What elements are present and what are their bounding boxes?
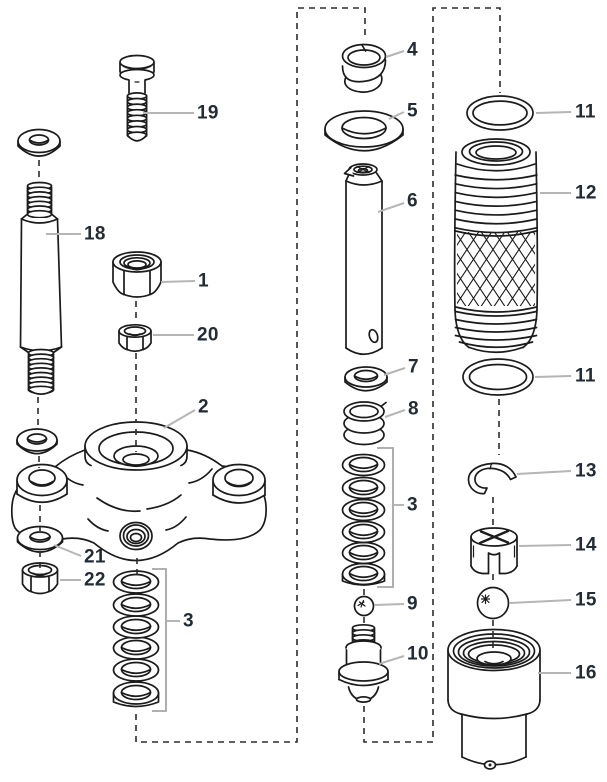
part-ball-retainer	[470, 527, 518, 575]
callout-number-21: 21	[84, 547, 106, 568]
callout-number-6: 6	[407, 191, 418, 212]
callout-number-3: 3	[183, 611, 194, 632]
callout-6-piston-rod: 6	[377, 191, 418, 213]
callout-8-spring-lower: 8	[384, 399, 419, 420]
part-hex-nut	[21, 562, 59, 595]
part-pump-housing	[10, 421, 267, 562]
part-packing-stack-left	[112, 570, 160, 708]
range-bracket-packing-stack-middle	[377, 447, 394, 588]
callout-11-o-ring-lower: 11	[534, 366, 596, 387]
part-foot-valve-housing	[447, 628, 541, 772]
callout-number-16: 16	[575, 663, 597, 684]
part-packing-nut	[112, 251, 162, 298]
callout-7-washer-small: 7	[383, 357, 419, 378]
part-retaining-clip	[467, 462, 517, 495]
part-o-ring-lower	[462, 358, 534, 396]
assembly-centerlines	[37, 7, 501, 743]
leader-line-4	[385, 50, 405, 58]
callout-number-18: 18	[84, 224, 106, 245]
callout-20-jam-nut: 20	[153, 325, 219, 346]
callout-number-5: 5	[407, 101, 418, 122]
part-flat-washer-upper	[17, 128, 61, 157]
leader-line-13	[516, 470, 572, 475]
leader-line-8	[384, 409, 406, 418]
part-ball-small	[353, 595, 375, 617]
part-piston-rod	[343, 163, 383, 356]
part-flat-washer-stud	[16, 428, 58, 455]
callout-12-knurled-cylinder: 12	[540, 183, 597, 204]
callout-number-19: 19	[197, 103, 219, 124]
callout-15-ball-large: 15	[509, 590, 597, 611]
callout-9-ball-small: 9	[373, 594, 418, 615]
callout-number-10: 10	[407, 644, 429, 665]
leader-line-14	[518, 544, 572, 547]
callout-5-washer-large: 5	[388, 101, 418, 122]
leader-line-10	[378, 655, 405, 665]
part-spring-upper	[341, 43, 387, 93]
callout-number-11: 11	[575, 366, 596, 387]
leader-line-15	[509, 599, 572, 604]
leader-line-2	[163, 409, 196, 429]
callout-21-flat-washer-lower: 21	[53, 544, 106, 568]
part-valve-seat	[338, 623, 389, 703]
callout-number-13: 13	[575, 461, 597, 482]
callout-1-packing-nut: 1	[160, 271, 209, 292]
callout-3-packing-stack-middle: 3	[377, 447, 418, 588]
part-knurled-cylinder	[453, 138, 539, 354]
leader-line-9	[373, 603, 405, 606]
part-washer-small	[344, 366, 388, 392]
part-threaded-stud	[19, 181, 63, 395]
leader-line-11	[535, 111, 572, 114]
callout-number-4: 4	[407, 40, 418, 61]
callout-number-9: 9	[407, 594, 418, 615]
range-bracket-packing-stack-left	[152, 568, 167, 712]
callout-11-o-ring-upper: 11	[535, 102, 596, 123]
callout-2-pump-housing: 2	[163, 397, 209, 429]
callout-22-hex-nut: 22	[60, 570, 106, 591]
part-spring-lower	[343, 401, 387, 446]
callout-number-14: 14	[575, 535, 597, 556]
leader-line-21	[53, 544, 82, 557]
callout-number-2: 2	[198, 397, 209, 418]
callout-10-valve-seat: 10	[378, 644, 429, 665]
callout-16-foot-valve-housing: 16	[538, 663, 597, 684]
callout-14-ball-retainer: 14	[518, 535, 597, 556]
leader-line-7	[383, 367, 406, 376]
part-packing-stack-middle	[341, 453, 386, 586]
knurl-pattern	[457, 232, 535, 306]
part-jam-nut	[118, 323, 152, 353]
callout-number-12: 12	[575, 183, 597, 204]
part-o-ring-upper	[466, 95, 534, 131]
leader-line-11	[534, 375, 572, 378]
leader-line-6	[377, 202, 405, 213]
callout-4-spring-upper: 4	[385, 40, 418, 61]
callout-3-packing-stack-left: 3	[152, 568, 194, 712]
part-ball-large	[476, 586, 510, 620]
leader-line-1	[160, 280, 196, 283]
parts-layer	[10, 43, 541, 772]
callout-19-hex-head-bolt: 19	[143, 103, 219, 124]
callout-number-8: 8	[408, 399, 419, 420]
leader-line-5	[388, 111, 405, 120]
callout-13-retaining-clip: 13	[516, 461, 597, 482]
callout-number-11: 11	[575, 102, 596, 123]
centerline-dash-path	[135, 7, 366, 743]
callout-18-threaded-stud: 18	[46, 224, 106, 245]
callout-number-3: 3	[407, 495, 418, 516]
part-hex-head-bolt	[119, 54, 155, 142]
callout-number-22: 22	[84, 570, 106, 591]
callout-number-7: 7	[408, 357, 419, 378]
callout-number-20: 20	[197, 325, 219, 346]
callout-number-15: 15	[575, 590, 597, 611]
callout-number-1: 1	[198, 271, 209, 292]
part-washer-large	[324, 110, 404, 152]
